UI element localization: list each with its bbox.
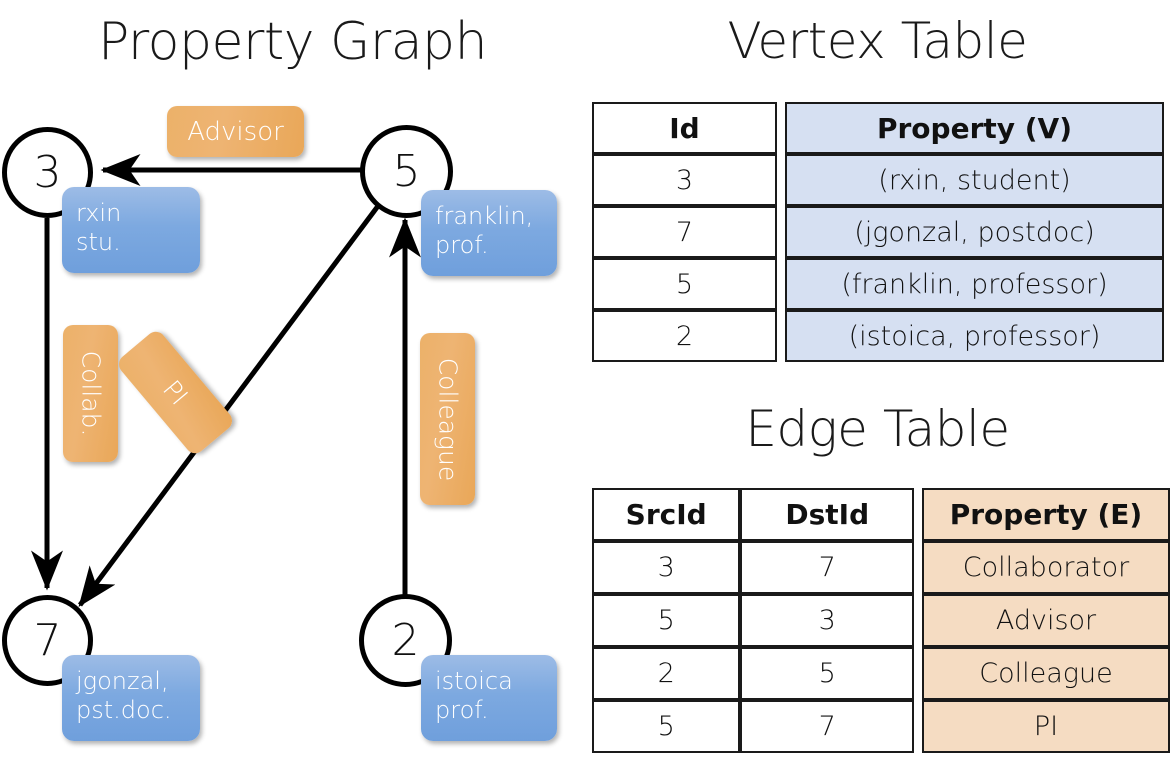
node-property-line: istoica [435, 667, 513, 695]
vertex-cell-id: 7 [592, 206, 777, 258]
vertex-table-header-id: Id [592, 102, 777, 154]
node-property-line: prof. [435, 231, 489, 260]
edge-cell-property: Colleague [921, 647, 1170, 700]
table-row: 5 7 PI [592, 700, 1170, 753]
edge-cell-property: Advisor [921, 594, 1170, 647]
edge-cell-srcid: 5 [592, 594, 741, 647]
node-property-line: franklin, [435, 202, 534, 230]
table-row: 2 5 Colleague [592, 647, 1170, 700]
vertex-cell-property: (rxin, student) [785, 154, 1164, 206]
vertex-cell-id: 3 [592, 154, 777, 206]
graph-node-5[interactable]: 5 [360, 125, 453, 218]
page-title-edge-table: Edge Table [745, 400, 1010, 458]
graph-edge-label-colleague: Colleague [420, 333, 475, 505]
edge-table-header-srcid: SrcId [592, 488, 741, 541]
column-gap [914, 700, 922, 753]
vertex-table: Id Property (V) 3 (rxin, student) 7 (jgo… [592, 102, 1164, 362]
graph-node-property-2: istoica prof. [421, 655, 557, 741]
table-row: 7 (jgonzal, postdoc) [592, 206, 1164, 258]
node-property-line: stu. [76, 228, 121, 257]
column-gap [777, 206, 785, 258]
edge-table-header-dstid: DstId [740, 488, 915, 541]
node-property-line: pst.doc. [76, 696, 172, 725]
node-property-line: prof. [435, 696, 489, 725]
page-title-property-graph: Property Graph [97, 12, 488, 72]
table-row: 5 3 Advisor [592, 594, 1170, 647]
table-row: 5 (franklin, professor) [592, 258, 1164, 310]
column-gap [914, 594, 922, 647]
node-property-line: rxin [76, 199, 122, 227]
vertex-cell-id: 2 [592, 310, 777, 362]
table-header-row: SrcId DstId Property (E) [592, 488, 1170, 541]
column-gap [914, 541, 922, 594]
vertex-table-header-property: Property (V) [785, 102, 1164, 154]
graph-node-property-7: jgonzal, pst.doc. [62, 655, 200, 741]
edge-cell-dstid: 5 [740, 647, 915, 700]
edge-table-header-property: Property (E) [921, 488, 1170, 541]
column-gap [777, 310, 785, 362]
edge-label-text: Colleague [433, 357, 463, 481]
edge-label-text: Collab. [76, 350, 105, 437]
edge-cell-property: PI [921, 700, 1170, 753]
vertex-cell-id: 5 [592, 258, 777, 310]
column-gap [777, 102, 785, 154]
graph-edge-label-advisor: Advisor [167, 106, 304, 157]
graph-node-property-3: rxin stu. [62, 187, 200, 273]
edge-label-text: PI [157, 374, 194, 411]
column-gap [777, 154, 785, 206]
graph-node-2[interactable]: 2 [359, 594, 452, 687]
edge-cell-srcid: 3 [592, 541, 741, 594]
table-header-row: Id Property (V) [592, 102, 1164, 154]
edge-cell-srcid: 2 [592, 647, 741, 700]
vertex-cell-property: (franklin, professor) [785, 258, 1164, 310]
graph-edge-arrows [31, 154, 421, 608]
table-row: 3 (rxin, student) [592, 154, 1164, 206]
edge-cell-srcid: 5 [592, 700, 741, 753]
column-gap [914, 647, 922, 700]
edge-cell-property: Collaborator [921, 541, 1170, 594]
vertex-cell-property: (istoica, professor) [785, 310, 1164, 362]
vertex-cell-property: (jgonzal, postdoc) [785, 206, 1164, 258]
node-property-line: jgonzal, [76, 667, 169, 695]
edge-cell-dstid: 7 [740, 541, 915, 594]
edge-arrow-5-to-7 [77, 204, 381, 608]
column-gap [914, 488, 922, 541]
column-gap [777, 258, 785, 310]
page-title-vertex-table: Vertex Table [727, 12, 1028, 70]
graph-edge-label-collab: Collab. [63, 325, 118, 462]
table-row: 2 (istoica, professor) [592, 310, 1164, 362]
edge-cell-dstid: 7 [740, 700, 915, 753]
graph-node-property-5: franklin, prof. [421, 190, 557, 276]
edge-label-text: Advisor [187, 116, 284, 147]
edge-cell-dstid: 3 [740, 594, 915, 647]
property-graph-diagram: 3 5 7 2 rxin stu. franklin, prof. jgonza… [2, 106, 557, 741]
table-row: 3 7 Collaborator [592, 541, 1170, 594]
edge-table: SrcId DstId Property (E) 3 7 Collaborato… [592, 488, 1170, 753]
